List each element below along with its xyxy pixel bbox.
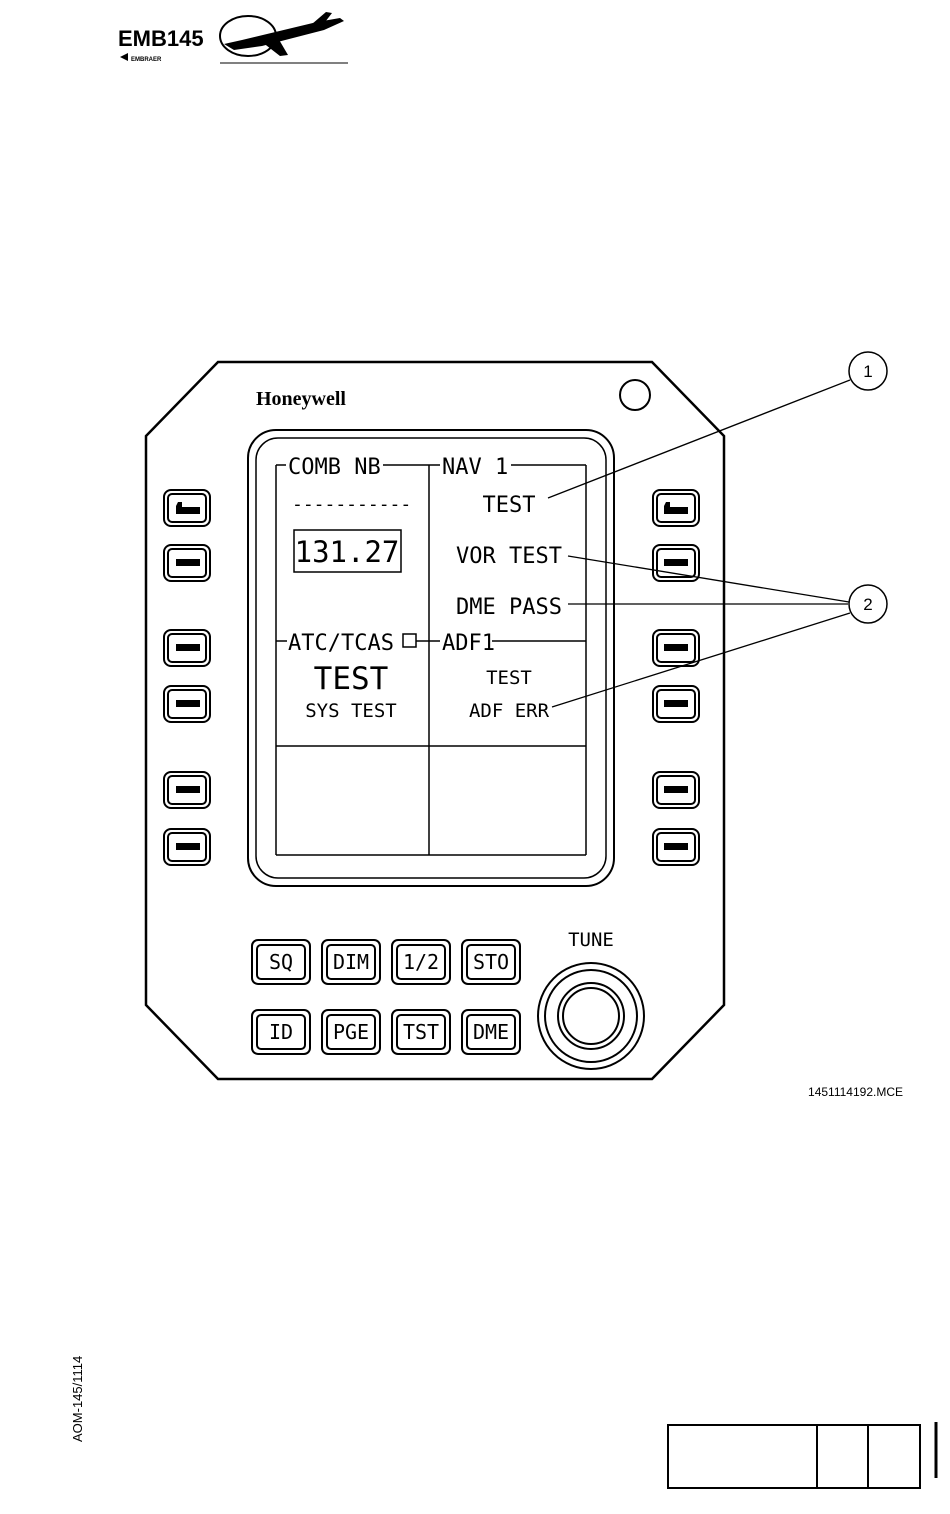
atc-tcas-sys-test: SYS TEST	[305, 700, 397, 722]
callout-1-number: 1	[863, 362, 872, 381]
atc-tcas-title: ATC/TCAS	[288, 631, 394, 656]
comb-nb-dashes: -----------	[292, 494, 411, 515]
sq-button-label: SQ	[269, 950, 293, 974]
nav1-dme-pass: DME PASS	[456, 595, 562, 620]
nav1-title: NAV 1	[442, 455, 508, 480]
right-lsk-5[interactable]	[653, 772, 699, 808]
one-half-button-label: 1/2	[403, 950, 439, 974]
right-lsk-1[interactable]	[653, 490, 699, 526]
left-lsk-1[interactable]	[164, 490, 210, 526]
brand-label: Honeywell	[256, 388, 346, 410]
right-lsk-2[interactable]	[653, 545, 699, 581]
left-lsk-6[interactable]	[164, 829, 210, 865]
adf1-title: ADF1	[442, 631, 495, 656]
tune-knob-label: TUNE	[568, 929, 614, 951]
comb-nb-frequency: 131.27	[295, 535, 400, 569]
right-lsk-6[interactable]	[653, 829, 699, 865]
nav1-vor-test: VOR TEST	[456, 544, 562, 569]
tcas-indicator-square	[403, 634, 416, 647]
pge-button-label: PGE	[333, 1020, 369, 1044]
id-button-label: ID	[269, 1020, 293, 1044]
left-lsk-2[interactable]	[164, 545, 210, 581]
left-lsk-4[interactable]	[164, 686, 210, 722]
nav1-test: TEST	[483, 493, 536, 518]
revision-box	[668, 1425, 920, 1488]
comb-nb-title: COMB NB	[288, 455, 381, 480]
dim-button-label: DIM	[333, 950, 369, 974]
left-lsk-5[interactable]	[164, 772, 210, 808]
dme-button-label: DME	[473, 1020, 509, 1044]
sto-button-label: STO	[473, 950, 509, 974]
right-lsk-4[interactable]	[653, 686, 699, 722]
adf1-test: TEST	[486, 667, 532, 689]
left-lsk-3[interactable]	[164, 630, 210, 666]
figure-id: 1451114192.MCE	[808, 1085, 903, 1099]
adf1-adf-err: ADF ERR	[469, 700, 550, 722]
atc-tcas-test: TEST	[314, 661, 389, 697]
tst-button-label: TST	[403, 1020, 439, 1044]
callout-2-number: 2	[863, 595, 872, 614]
right-lsk-3[interactable]	[653, 630, 699, 666]
doc-code: AOM-145/1114	[70, 1356, 85, 1442]
